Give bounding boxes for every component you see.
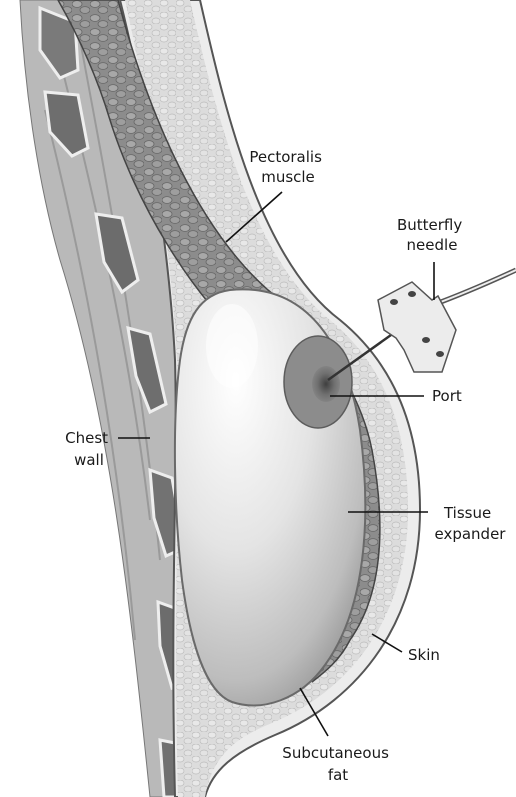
label-chest-wall-line1: Chest [65, 429, 108, 447]
label-subcutaneous-line2: fat [328, 766, 348, 784]
needle-hole [436, 351, 444, 357]
label-pectoralis-line2: muscle [261, 168, 315, 186]
expander-highlight [206, 304, 258, 388]
label-pectoralis-muscle: Pectoralis muscle [249, 148, 326, 186]
label-tissue-expander: Tissue expander [435, 504, 507, 543]
label-butterfly-line1: Butterfly [397, 216, 462, 234]
label-subcutaneous-line1: Subcutaneous [282, 744, 389, 762]
needle-tubing-core [430, 270, 516, 306]
label-butterfly-line2: needle [407, 236, 458, 254]
label-butterfly-needle: Butterfly needle [397, 216, 467, 254]
label-tissue-line1: Tissue [443, 504, 491, 522]
label-port: Port [432, 387, 462, 405]
label-subcutaneous-fat: Subcutaneous fat [282, 744, 393, 784]
needle-wings [378, 282, 456, 372]
label-tissue-line2: expander [435, 525, 507, 543]
needle-hole [390, 299, 398, 305]
needle-hole [422, 337, 430, 343]
label-chest-wall-line2: wall [74, 451, 104, 469]
label-skin: Skin [408, 646, 440, 664]
needle-hole [408, 291, 416, 297]
label-pectoralis-line1: Pectoralis [249, 148, 322, 166]
